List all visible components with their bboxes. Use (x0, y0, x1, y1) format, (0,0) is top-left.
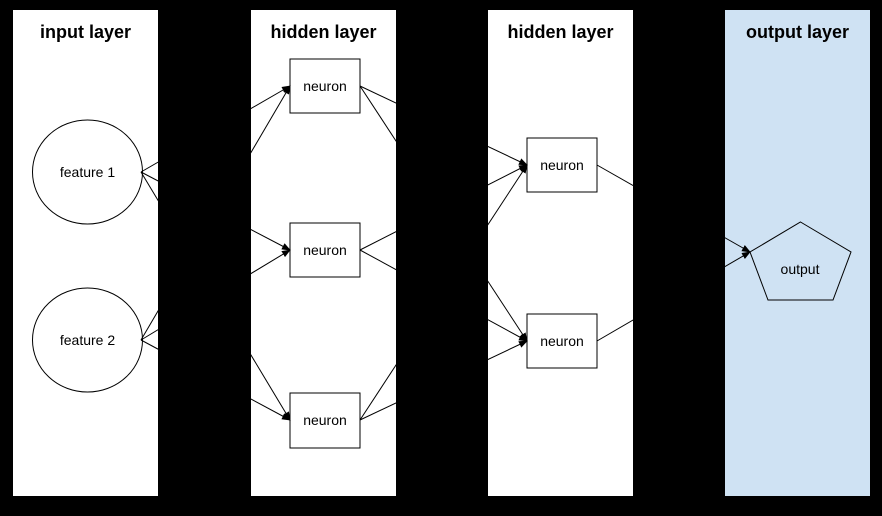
layer-title: hidden layer (270, 22, 377, 42)
node-label-feature-2: feature 2 (59, 332, 116, 348)
panel-output-layer: output layer (725, 10, 870, 496)
node-label-h2-neuron-2: neuron (540, 333, 584, 349)
node-label-h2-neuron-1: neuron (540, 157, 584, 173)
node-label-h1-neuron-2: neuron (303, 242, 347, 258)
node-label-output: output (780, 261, 820, 277)
panel-input-layer: input layer (13, 10, 158, 496)
node-label-h1-neuron-3: neuron (303, 412, 347, 428)
layer-title: hidden layer (507, 22, 614, 42)
node-label-h1-neuron-1: neuron (303, 78, 347, 94)
connection-arrows (140, 85, 751, 421)
panel-hidden-layer-2: hidden layer (488, 10, 633, 496)
layer-title: input layer (39, 22, 132, 42)
node-label-feature-1: feature 1 (59, 164, 116, 180)
layer-title: output layer (745, 22, 849, 42)
